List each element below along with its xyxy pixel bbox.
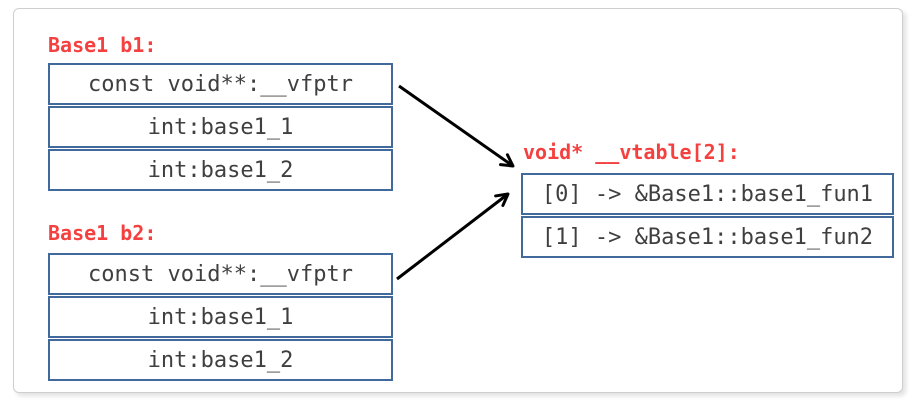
b1-row-base1-1: int:base1_1 <box>48 106 393 148</box>
vtable-row-0: [0] -> &Base1::base1_fun1 <box>521 173 894 215</box>
object-b1-table: const void**:__vfptr int:base1_1 int:bas… <box>48 63 393 191</box>
object-b2-label: Base1 b2: <box>48 221 157 245</box>
vtable-row-1: [1] -> &Base1::base1_fun2 <box>521 216 894 258</box>
vtable-table: [0] -> &Base1::base1_fun1 [1] -> &Base1:… <box>521 173 894 258</box>
object-b2-table: const void**:__vfptr int:base1_1 int:bas… <box>48 253 393 381</box>
b1-row-base1-2: int:base1_2 <box>48 149 393 191</box>
b2-row-base1-2: int:base1_2 <box>48 339 393 381</box>
b1-row-vfptr: const void**:__vfptr <box>48 63 393 105</box>
vtable-label: void* __vtable[2]: <box>523 140 740 164</box>
object-b1-label: Base1 b1: <box>48 33 157 57</box>
b2-row-base1-1: int:base1_1 <box>48 296 393 338</box>
b2-row-vfptr: const void**:__vfptr <box>48 253 393 295</box>
diagram-card: Base1 b1: const void**:__vfptr int:base1… <box>13 8 903 393</box>
